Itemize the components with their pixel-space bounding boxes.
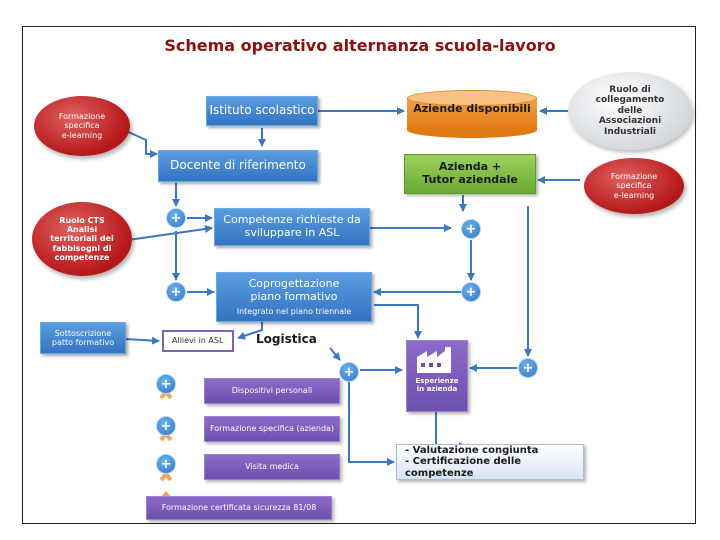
node-azienda-tutor: Azienda + Tutor aziendale: [404, 154, 536, 194]
node-formazione-specifica-azienda: Formazione specifica (azienda): [204, 416, 340, 442]
node-docente-label: Docente di riferimento: [170, 158, 306, 173]
plus-connector-coprog-left: +: [166, 282, 186, 302]
plus-connector-coprog-right: +: [461, 282, 481, 302]
plus-glyph: +: [160, 456, 172, 472]
arrow-cts-to-competenze: [127, 225, 213, 241]
plus-glyph: +: [522, 360, 534, 376]
plus-connector-visita: +: [156, 454, 176, 474]
node-integrato-label: Integrato nel piano triennale: [236, 306, 352, 316]
node-aziende-disponibili-label: Aziende disponibili: [413, 102, 531, 115]
node-allievi-label: Allievi in ASL: [172, 336, 224, 346]
node-formazione-sicurezza: Formazione certificata sicurezza 81/08: [146, 496, 332, 520]
node-valutazione-label: - Valutazione congiunta - Certificazione…: [405, 444, 539, 479]
plus-glyph: +: [170, 284, 182, 300]
node-competenze-label: Competenze richieste da sviluppare in AS…: [223, 213, 361, 239]
node-coprogettazione-label: Coprogettazione piano formativo: [248, 277, 340, 303]
plus-connector-formazione-azienda: +: [156, 416, 176, 436]
oval-ruolo-collegamento-label: Ruolo di collegamento delle Associazioni…: [595, 85, 665, 137]
plus-glyph: +: [465, 221, 477, 237]
node-formazione-specifica-azienda-label: Formazione specifica (azienda): [209, 424, 335, 434]
arrow-esperienze-to-valutazione: [435, 412, 467, 450]
plus-glyph: +: [465, 284, 477, 300]
node-dispositivi-personali: Dispositivi personali: [204, 378, 340, 404]
node-esperienze-azienda: Esperienze in azienda: [406, 340, 468, 412]
node-allievi-asl: Allievi in ASL: [162, 330, 234, 352]
node-sottoscrizione-patto: Sottoscrizione patto formativo: [40, 322, 126, 354]
node-coprogettazione: Coprogettazione piano formativo Integrat…: [216, 272, 372, 322]
node-docente-riferimento: Docente di riferimento: [158, 150, 318, 182]
arrow-plus-down-to-valutazione: [348, 382, 395, 466]
plus-connector-logistica: +: [339, 362, 359, 382]
plus-connector-competenze-left: +: [166, 208, 186, 228]
plus-connector-competenze-right: +: [461, 219, 481, 239]
oval-ruolo-cts: Ruolo CTS Analisi territoriali dei fabbi…: [32, 202, 132, 276]
node-istituto-scolastico: Istituto scolastico: [206, 96, 318, 126]
node-esperienze-label: Esperienze in azienda: [415, 377, 459, 394]
page-title: Schema operativo alternanza scuola-lavor…: [164, 36, 556, 55]
cylinder-top: [407, 90, 537, 106]
oval-formazione-elearning-right: Formazione specifica e-learning: [584, 158, 684, 214]
oval-ruolo-collegamento: Ruolo di collegamento delle Associazioni…: [568, 72, 692, 150]
plus-glyph: +: [343, 364, 355, 380]
plus-glyph: +: [170, 210, 182, 226]
node-azienda-tutor-label: Azienda + Tutor aziendale: [422, 160, 518, 186]
arrow-elearning-to-istituto: [123, 129, 158, 158]
oval-formazione-elearning-left: Formazione specifica e-learning: [34, 96, 130, 156]
node-sottoscrizione-label: Sottoscrizione patto formativo: [51, 328, 115, 347]
plus-connector-dispositivi: +: [156, 374, 176, 394]
factory-icon: [417, 347, 451, 373]
oval-ruolo-cts-label: Ruolo CTS Analisi territoriali dei fabbi…: [50, 216, 114, 262]
arrow-logistica-to-plus: [329, 347, 341, 361]
oval-formazione-elearning-left-label: Formazione specifica e-learning: [58, 112, 106, 140]
plus-connector-esperienze-right: +: [518, 358, 538, 378]
node-dispositivi-label: Dispositivi personali: [231, 386, 313, 396]
node-valutazione-certificazione: - Valutazione congiunta - Certificazione…: [396, 444, 584, 480]
plus-glyph: +: [160, 376, 172, 392]
arrow-coprog-to-esperienze: [374, 304, 422, 339]
oval-formazione-elearning-right-label: Formazione specifica e-learning: [610, 172, 658, 200]
orange-chevron-3: [159, 470, 173, 482]
node-istituto-label: Istituto scolastico: [209, 103, 315, 118]
label-logistica: Logistica: [256, 332, 317, 346]
node-formazione-sicurezza-label: Formazione certificata sicurezza 81/08: [161, 503, 317, 513]
node-aziende-disponibili: Aziende disponibili: [407, 90, 537, 138]
arrow-sottoscrizione-to-allievi: [123, 336, 160, 345]
node-visita-label: Visita medica: [245, 462, 299, 472]
node-visita-medica: Visita medica: [204, 454, 340, 480]
node-competenze: Competenze richieste da sviluppare in AS…: [214, 208, 370, 246]
plus-glyph: +: [160, 418, 172, 434]
